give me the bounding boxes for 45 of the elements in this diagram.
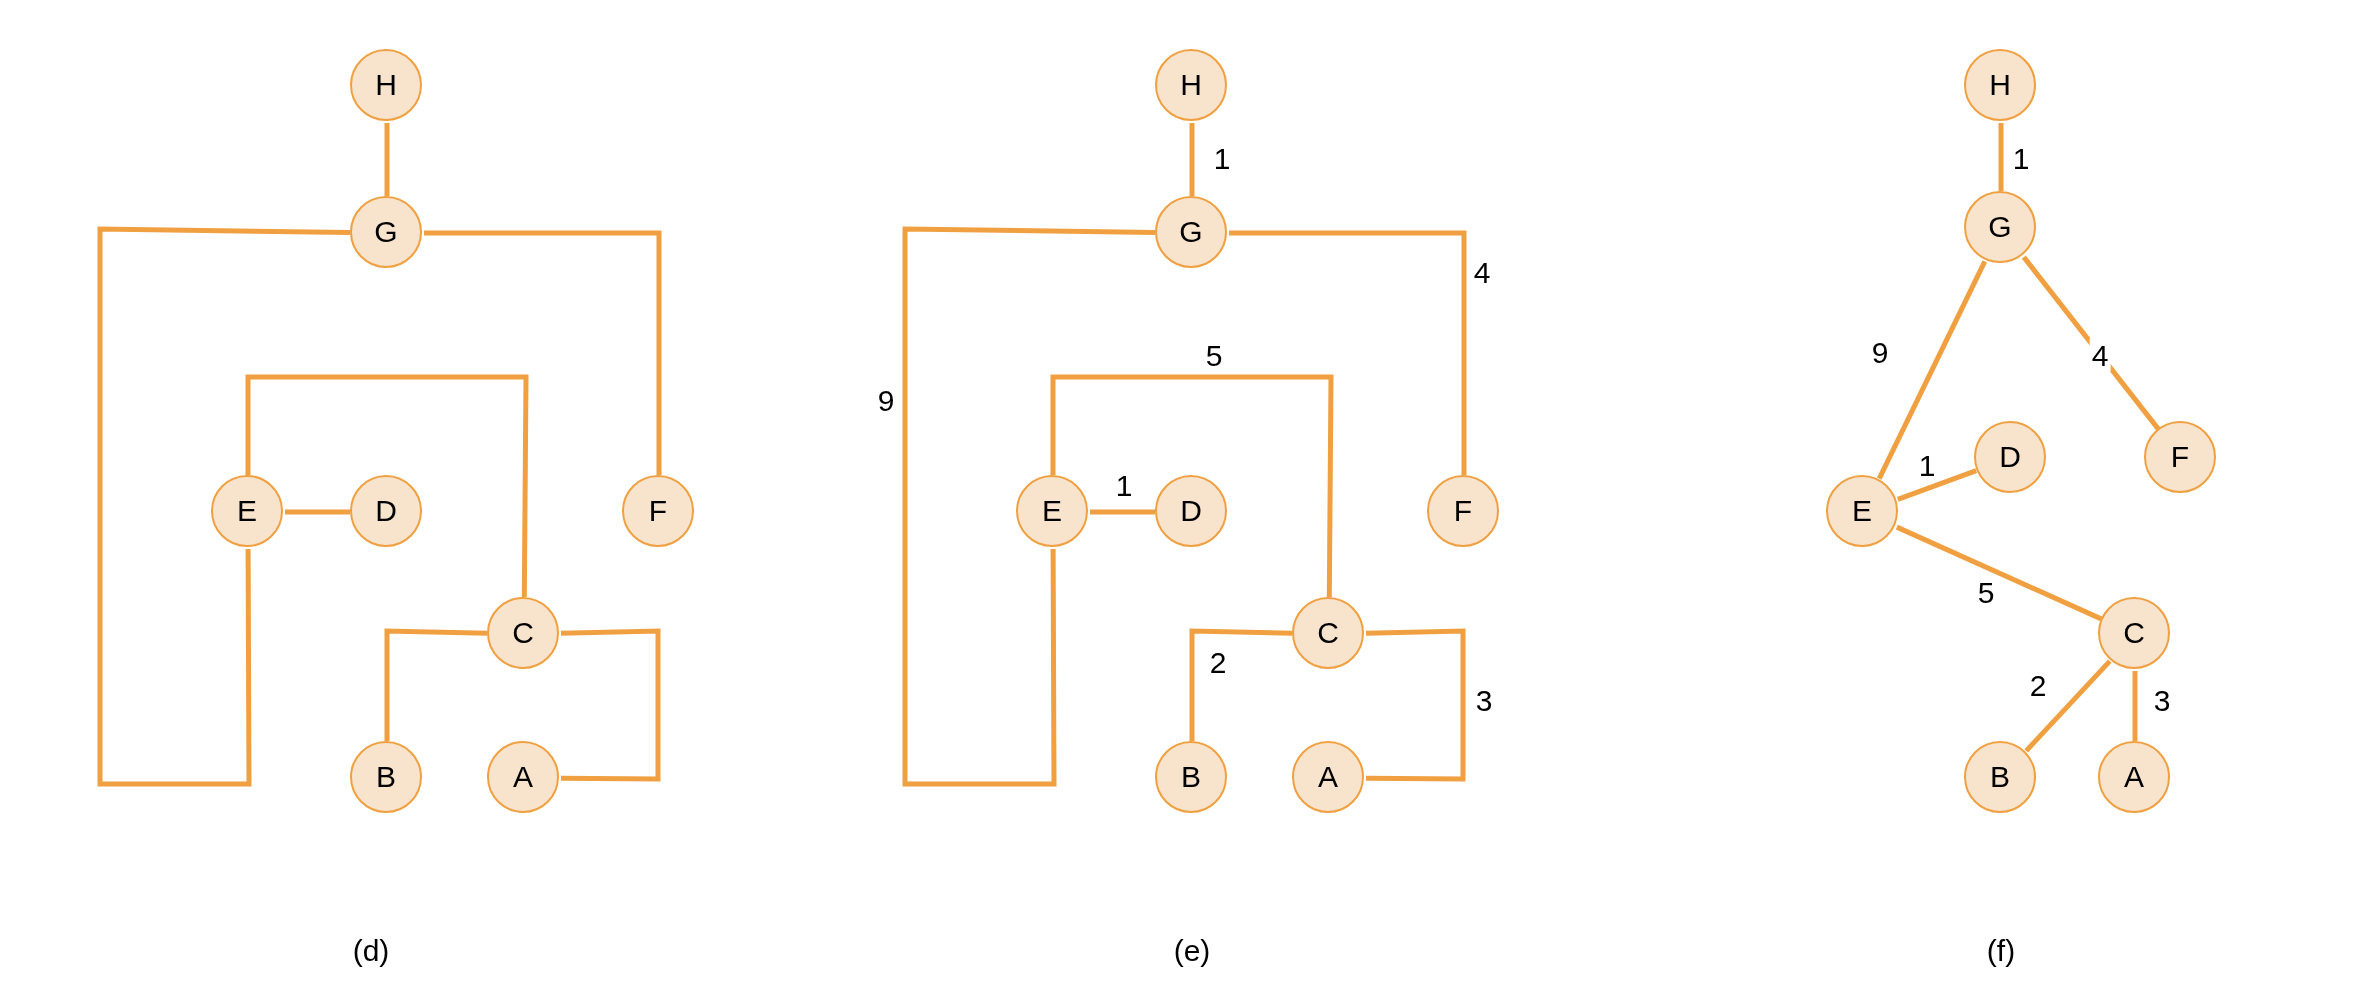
edge-line [2024,659,2112,753]
graph-node: F [1427,475,1499,547]
graph-node: E [211,475,283,547]
edge-line [1229,230,1467,475]
graph-node: B [350,741,422,813]
graph-node: G [1964,191,2036,263]
edge-line [1876,260,1988,480]
graph-node: G [1155,196,1227,268]
edge-line [1895,524,2103,622]
graph-node: B [1155,741,1227,813]
edge-line [2132,671,2138,741]
edge-line [902,226,1156,787]
graph-node: E [1826,475,1898,547]
graph-node: A [1292,741,1364,813]
edge-line [285,509,350,515]
edge-weight: 4 [2089,338,2111,372]
edge-line [1365,628,1466,782]
graph-node: D [1155,475,1227,547]
edge-line [1050,374,1334,597]
graph-node: E [1016,475,1088,547]
graph-node: H [1155,49,1227,121]
edge-line [424,230,662,475]
graph-node: H [1964,49,2036,121]
graph-node: F [2144,421,2216,493]
graph-node: B [1964,741,2036,813]
graph-node: C [2098,597,2170,669]
edge-line [384,123,390,196]
graph-node: A [487,741,559,813]
edge-line [1189,628,1293,741]
graph-node: D [350,475,422,547]
edge-line [1998,123,2004,191]
graph-node: A [2098,741,2170,813]
edge-line [245,374,529,597]
graph-node: C [1292,597,1364,669]
graph-node: F [622,475,694,547]
edge-line [1896,468,1978,502]
graph-node: H [350,49,422,121]
graph-node: D [1974,421,2046,493]
edge-line [1189,123,1195,196]
graph-node: G [350,196,422,268]
edge-line [384,628,488,741]
edge-line [560,628,661,782]
edge-line [97,226,351,787]
edge-line [1090,509,1155,515]
graph-node: C [487,597,559,669]
